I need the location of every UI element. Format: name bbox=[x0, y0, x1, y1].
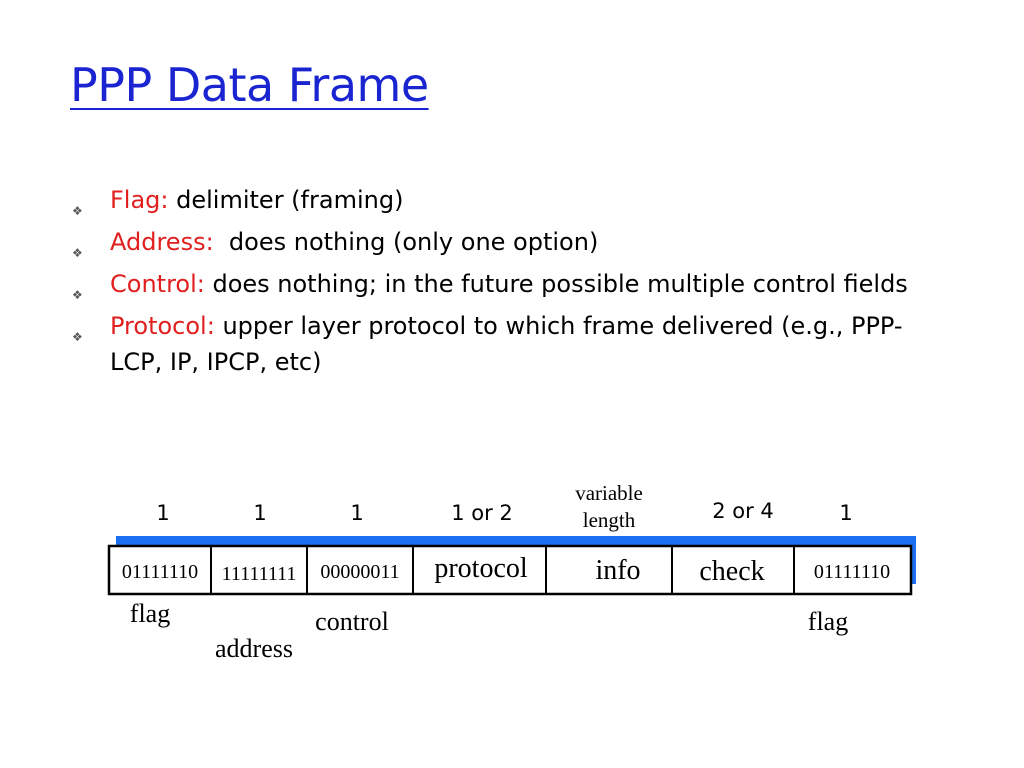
frame-outline bbox=[107, 544, 913, 596]
diamond-bullet-icon: ❖ bbox=[72, 246, 83, 260]
bullet-term: Flag: bbox=[110, 186, 169, 214]
field-address: 11111111 bbox=[222, 563, 297, 585]
diamond-bullet-icon: ❖ bbox=[72, 330, 83, 344]
field-flag-end: 01111110 bbox=[814, 561, 890, 583]
frame-accent-bar bbox=[116, 536, 916, 584]
slide-title: PPP Data Frame bbox=[70, 58, 429, 112]
bullet-text: upper layer protocol to which frame deli… bbox=[110, 312, 903, 376]
bullet-term: Control: bbox=[110, 270, 205, 298]
field-check: check bbox=[699, 556, 764, 587]
bullet-term: Protocol: bbox=[110, 312, 215, 340]
field-protocol: protocol bbox=[434, 553, 528, 584]
size-flag-end: 1 bbox=[839, 501, 852, 525]
label-flag-start: flag bbox=[130, 599, 170, 628]
label-flag-end: flag bbox=[808, 607, 848, 636]
label-control: control bbox=[315, 607, 389, 636]
diamond-bullet-icon: ❖ bbox=[72, 204, 83, 218]
bullet-flag: ❖ Flag: delimiter (framing) bbox=[72, 182, 952, 218]
bullet-text: delimiter (framing) bbox=[168, 186, 404, 214]
size-flag-start: 1 bbox=[156, 501, 169, 525]
diamond-bullet-icon: ❖ bbox=[72, 288, 83, 302]
bullet-address: ❖ Address: does nothing (only one option… bbox=[72, 224, 952, 260]
bullet-text: does nothing (only one option) bbox=[213, 228, 599, 256]
field-flag-start: 01111110 bbox=[122, 561, 198, 583]
field-control: 00000011 bbox=[320, 561, 399, 583]
size-control: 1 bbox=[350, 501, 363, 525]
size-info-line2: length bbox=[583, 508, 636, 532]
bullet-text: does nothing; in the future possible mul… bbox=[204, 270, 908, 298]
size-protocol: 1 or 2 bbox=[451, 501, 513, 525]
bullet-protocol: ❖ Protocol: upper layer protocol to whic… bbox=[72, 308, 952, 380]
bullet-control: ❖ Control: does nothing; in the future p… bbox=[72, 266, 952, 302]
size-check: 2 or 4 bbox=[712, 499, 774, 523]
size-address: 1 bbox=[253, 501, 266, 525]
bullet-term: Address: bbox=[110, 228, 214, 256]
size-info-line1: variable bbox=[575, 481, 643, 505]
bullet-list: ❖ Flag: delimiter (framing) ❖ Address: d… bbox=[72, 182, 952, 386]
field-info: info bbox=[595, 555, 640, 586]
label-address: address bbox=[215, 634, 293, 663]
